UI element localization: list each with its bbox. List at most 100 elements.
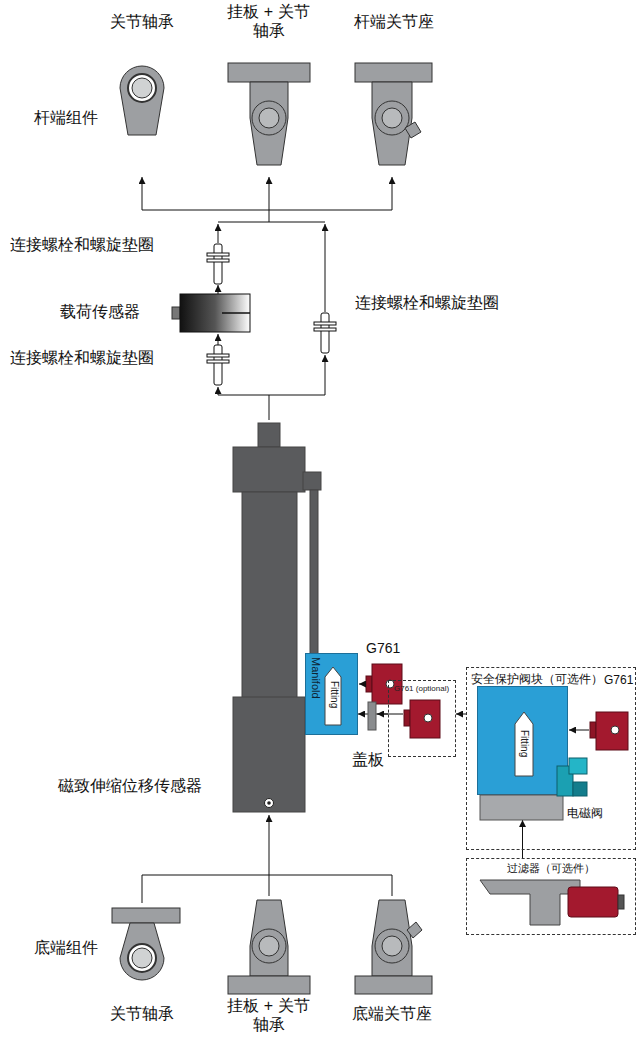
servo-valve bbox=[410, 700, 440, 738]
bolt-washer bbox=[207, 354, 229, 357]
node-title: 安全保护阀块（可选件） bbox=[471, 672, 603, 686]
hydraulic-cylinder bbox=[233, 697, 305, 812]
servo-valve bbox=[404, 710, 410, 726]
part-label: 连接螺栓和螺旋垫圈 bbox=[355, 293, 499, 312]
part-label: 底端关节座 bbox=[352, 1004, 432, 1023]
tree-line bbox=[377, 714, 403, 715]
part-label: 载荷传感器 bbox=[60, 302, 140, 321]
tree-line bbox=[392, 875, 393, 896]
flow-arrow bbox=[522, 820, 523, 858]
tree-line bbox=[142, 815, 392, 903]
tree-line bbox=[142, 177, 392, 420]
tree-line bbox=[218, 387, 219, 395]
tree-line bbox=[142, 210, 392, 211]
base-end-clevis bbox=[382, 936, 402, 956]
load-cell bbox=[180, 294, 250, 332]
tree-line bbox=[269, 177, 270, 210]
rod-end-clevis bbox=[375, 101, 409, 135]
tree-line bbox=[269, 875, 270, 896]
load-cell bbox=[222, 312, 250, 314]
tree-line bbox=[142, 875, 392, 876]
bolt-washer bbox=[207, 244, 229, 284]
servo-valve bbox=[596, 712, 628, 750]
base-end-plate-bearing bbox=[228, 900, 310, 994]
solenoid-valve bbox=[569, 758, 587, 774]
part-label: 电磁阀 bbox=[567, 806, 603, 820]
hydraulic-cylinder bbox=[267, 801, 271, 805]
part-label: 挂板 + 关节 轴承 bbox=[214, 996, 323, 1034]
rod-end-plate-bearing bbox=[259, 108, 279, 128]
rod-end-plate-bearing bbox=[228, 63, 310, 82]
servo-valve bbox=[424, 714, 432, 722]
tree-line bbox=[269, 210, 270, 222]
rod-end-bearing bbox=[128, 74, 156, 102]
part-label: 底端组件 bbox=[34, 938, 98, 957]
tree-line bbox=[569, 730, 589, 731]
base-end-plate-bearing bbox=[228, 976, 310, 994]
safety-block-group: 安全保护阀块（可选件）Fitting bbox=[466, 667, 636, 850]
hydraulic-cylinder bbox=[233, 423, 321, 812]
base-end-bearing bbox=[132, 948, 152, 968]
bolt-washer bbox=[214, 244, 222, 284]
manifold-block: ManifoldFitting bbox=[305, 653, 358, 735]
filter bbox=[568, 887, 618, 917]
cover-plate bbox=[368, 702, 376, 730]
base-end-clevis bbox=[355, 900, 432, 994]
bolt-washer bbox=[314, 322, 336, 325]
load-cell bbox=[172, 307, 180, 319]
hydraulic-cylinder bbox=[242, 492, 297, 699]
part-label: G761 bbox=[604, 673, 633, 687]
manifold-body bbox=[306, 654, 358, 735]
part-label: 关节轴承 bbox=[110, 12, 174, 31]
servo-valve bbox=[404, 700, 440, 738]
servo-valve bbox=[590, 712, 628, 750]
tree-line bbox=[377, 714, 403, 715]
filter-box: 过滤器（可选件） bbox=[466, 858, 636, 935]
rod-end-plate-bearing bbox=[250, 82, 288, 165]
solenoid-valve bbox=[573, 782, 587, 796]
base-end-bearing bbox=[120, 923, 164, 980]
part-label: 杆端组件 bbox=[34, 108, 98, 127]
rod-end-clevis bbox=[355, 63, 432, 165]
tree-line bbox=[359, 684, 365, 685]
base-end-bearing bbox=[112, 908, 180, 980]
filter bbox=[480, 880, 624, 925]
tree-line bbox=[269, 815, 270, 875]
hydraulic-cylinder bbox=[265, 799, 274, 808]
optional-valve-box: G761 (optional) bbox=[388, 680, 456, 757]
part-label: 连接螺栓和螺旋垫圈 bbox=[10, 348, 154, 367]
base-end-plate-bearing bbox=[252, 929, 286, 963]
rod-end-clevis bbox=[405, 122, 421, 138]
rod-end-bearing bbox=[132, 78, 152, 98]
tree-line bbox=[392, 177, 393, 210]
fitting-shape bbox=[515, 712, 533, 776]
base-end-bearing bbox=[128, 944, 156, 972]
part-label: 盖板 bbox=[352, 750, 384, 769]
tree-line bbox=[269, 395, 270, 420]
base-end-clevis bbox=[407, 922, 422, 938]
bolt-washer bbox=[207, 259, 229, 262]
filter bbox=[618, 895, 624, 909]
safety-valve-block: Fitting bbox=[477, 686, 568, 820]
node-title: G761 (optional) bbox=[394, 684, 449, 694]
part-label: 杆端关节座 bbox=[354, 12, 434, 31]
part-label: 关节轴承 bbox=[110, 1004, 174, 1023]
safety-block-body bbox=[478, 687, 568, 795]
part-label: 挂板 + 关节 轴承 bbox=[214, 2, 323, 40]
bolt-washer bbox=[207, 345, 229, 385]
tree-line bbox=[218, 285, 219, 294]
base-end-clevis bbox=[372, 900, 412, 976]
bolt-washer bbox=[214, 345, 222, 385]
hydraulic-cylinder bbox=[310, 490, 318, 655]
tree-line bbox=[325, 224, 326, 312]
flow-arrow bbox=[456, 714, 466, 715]
base-end-plate-bearing bbox=[250, 900, 288, 976]
tree-line bbox=[218, 334, 219, 345]
tree-line bbox=[218, 395, 325, 396]
node-title: 过滤器（可选件） bbox=[467, 862, 635, 875]
servo-valve bbox=[366, 676, 372, 692]
tree-line bbox=[218, 224, 219, 243]
tree-line bbox=[569, 730, 589, 731]
